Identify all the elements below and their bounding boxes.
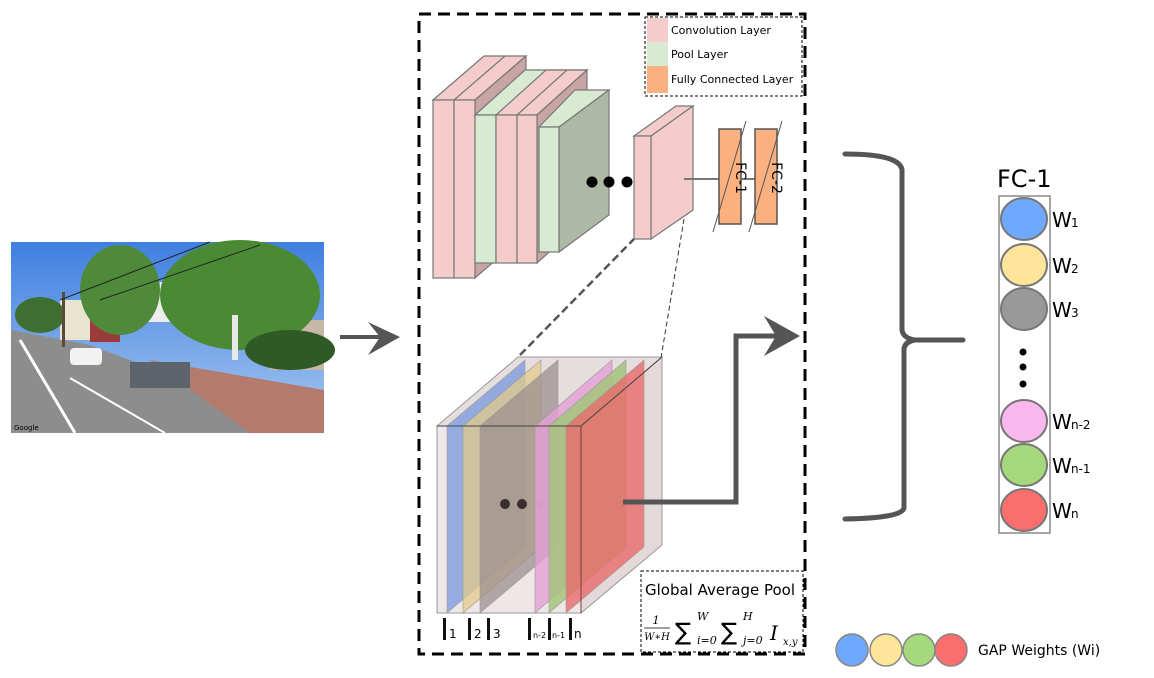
cnn-layers xyxy=(431,54,695,280)
legend-label-pool: Pool Layer xyxy=(671,48,728,61)
node-w2-label: W xyxy=(1052,254,1072,278)
layer-legend: Convolution Layer Pool Layer Fully Conne… xyxy=(644,16,803,97)
node-wn xyxy=(1000,488,1048,532)
node-w1-label: W xyxy=(1052,208,1072,232)
fc-layer-1: FC-1 xyxy=(712,120,748,233)
node-w2 xyxy=(1000,243,1048,287)
node-w3-label: W xyxy=(1052,298,1072,322)
node-w3-sub: 3 xyxy=(1071,306,1079,320)
formula-denominator: W∗H xyxy=(644,632,670,643)
legend-swatch-pool xyxy=(647,42,668,66)
legend-dot-blue xyxy=(835,633,869,667)
legend-swatch-conv xyxy=(647,18,668,42)
formula-term-sub: x,y xyxy=(783,637,798,648)
node-w3 xyxy=(1000,287,1048,331)
sum1-upper: W xyxy=(697,610,710,623)
node-wn-1-label: W xyxy=(1052,454,1072,478)
zoom-line-left xyxy=(519,238,635,356)
cnn-dashed-border xyxy=(417,12,807,656)
sum1-lower: i=0 xyxy=(697,634,717,647)
legend-dot-green xyxy=(902,633,936,667)
formula-numerator: 1 xyxy=(653,614,660,627)
node-wn-1-sub: n-1 xyxy=(1071,462,1091,476)
node-wn-2-label: W xyxy=(1052,410,1072,434)
node-w1 xyxy=(1000,197,1048,241)
feature-map-labels: 1 2 3 n-2 n-1 n xyxy=(443,618,582,641)
conv-block-final xyxy=(632,104,695,241)
legend-dot-red xyxy=(934,633,968,667)
label-i2-sub: 2 xyxy=(474,627,482,641)
node-wn-1 xyxy=(1000,443,1048,487)
sum2-lower: j=0 xyxy=(740,634,763,647)
node-w1-sub: 1 xyxy=(1071,216,1079,230)
sum-symbol-1: ∑ xyxy=(675,618,691,646)
curly-brace xyxy=(842,151,966,522)
node-wn-2-sub: n-2 xyxy=(1071,418,1091,432)
zoom-line-right xyxy=(660,218,685,359)
input-arrow xyxy=(340,322,400,355)
node-w2-sub: 2 xyxy=(1071,262,1079,276)
node-ellipsis-dot xyxy=(1019,380,1027,388)
watermark-text: Google xyxy=(14,424,39,432)
node-wn-sub: n xyxy=(1071,507,1079,521)
feature-map-n xyxy=(565,359,645,614)
feature-map-cube xyxy=(435,355,664,615)
legend-label-fc: Fully Connected Layer xyxy=(671,73,794,86)
fc-output-column: FC-1 W 1 W 2 W 3 W n-2 W n-1 W n xyxy=(997,165,1091,534)
layer-ellipsis xyxy=(586,176,633,188)
node-wn-2 xyxy=(1000,399,1048,443)
gap-title: Global Average Pool xyxy=(645,581,795,599)
sum2-upper: H xyxy=(742,610,753,623)
legend-label-conv: Convolution Layer xyxy=(671,24,771,37)
formula-term: I xyxy=(769,621,779,645)
pool-block-3 xyxy=(537,88,611,254)
label-in1-sub: n-1 xyxy=(552,631,565,640)
gap-weights-legend: GAP Weights (Wi) xyxy=(835,633,1100,667)
fc-1-label: FC-1 xyxy=(732,162,748,194)
fc-layer-2: FC-2 xyxy=(748,120,784,233)
node-wn-label: W xyxy=(1052,499,1072,523)
legend-swatch-fc xyxy=(647,66,668,93)
input-street-image: Google xyxy=(11,240,335,434)
gap-output-arrow xyxy=(623,316,800,505)
node-ellipsis-dot xyxy=(1019,348,1027,356)
fc-output-title: FC-1 xyxy=(997,165,1052,193)
node-ellipsis-dot xyxy=(1019,363,1027,371)
gap-formula-box: Global Average Pool 1 W∗H ∑ W i=0 ∑ H j=… xyxy=(640,570,804,653)
label-i3-sub: 3 xyxy=(493,627,501,641)
label-in-sub: n xyxy=(574,627,582,641)
label-in2-sub: n-2 xyxy=(533,631,546,640)
fc-2-label: FC-2 xyxy=(768,162,784,194)
legend-dot-yellow xyxy=(869,633,903,667)
sum-symbol-2: ∑ xyxy=(721,618,737,646)
label-i1-sub: 1 xyxy=(449,627,457,641)
gap-weights-label: GAP Weights (Wi) xyxy=(978,643,1100,659)
